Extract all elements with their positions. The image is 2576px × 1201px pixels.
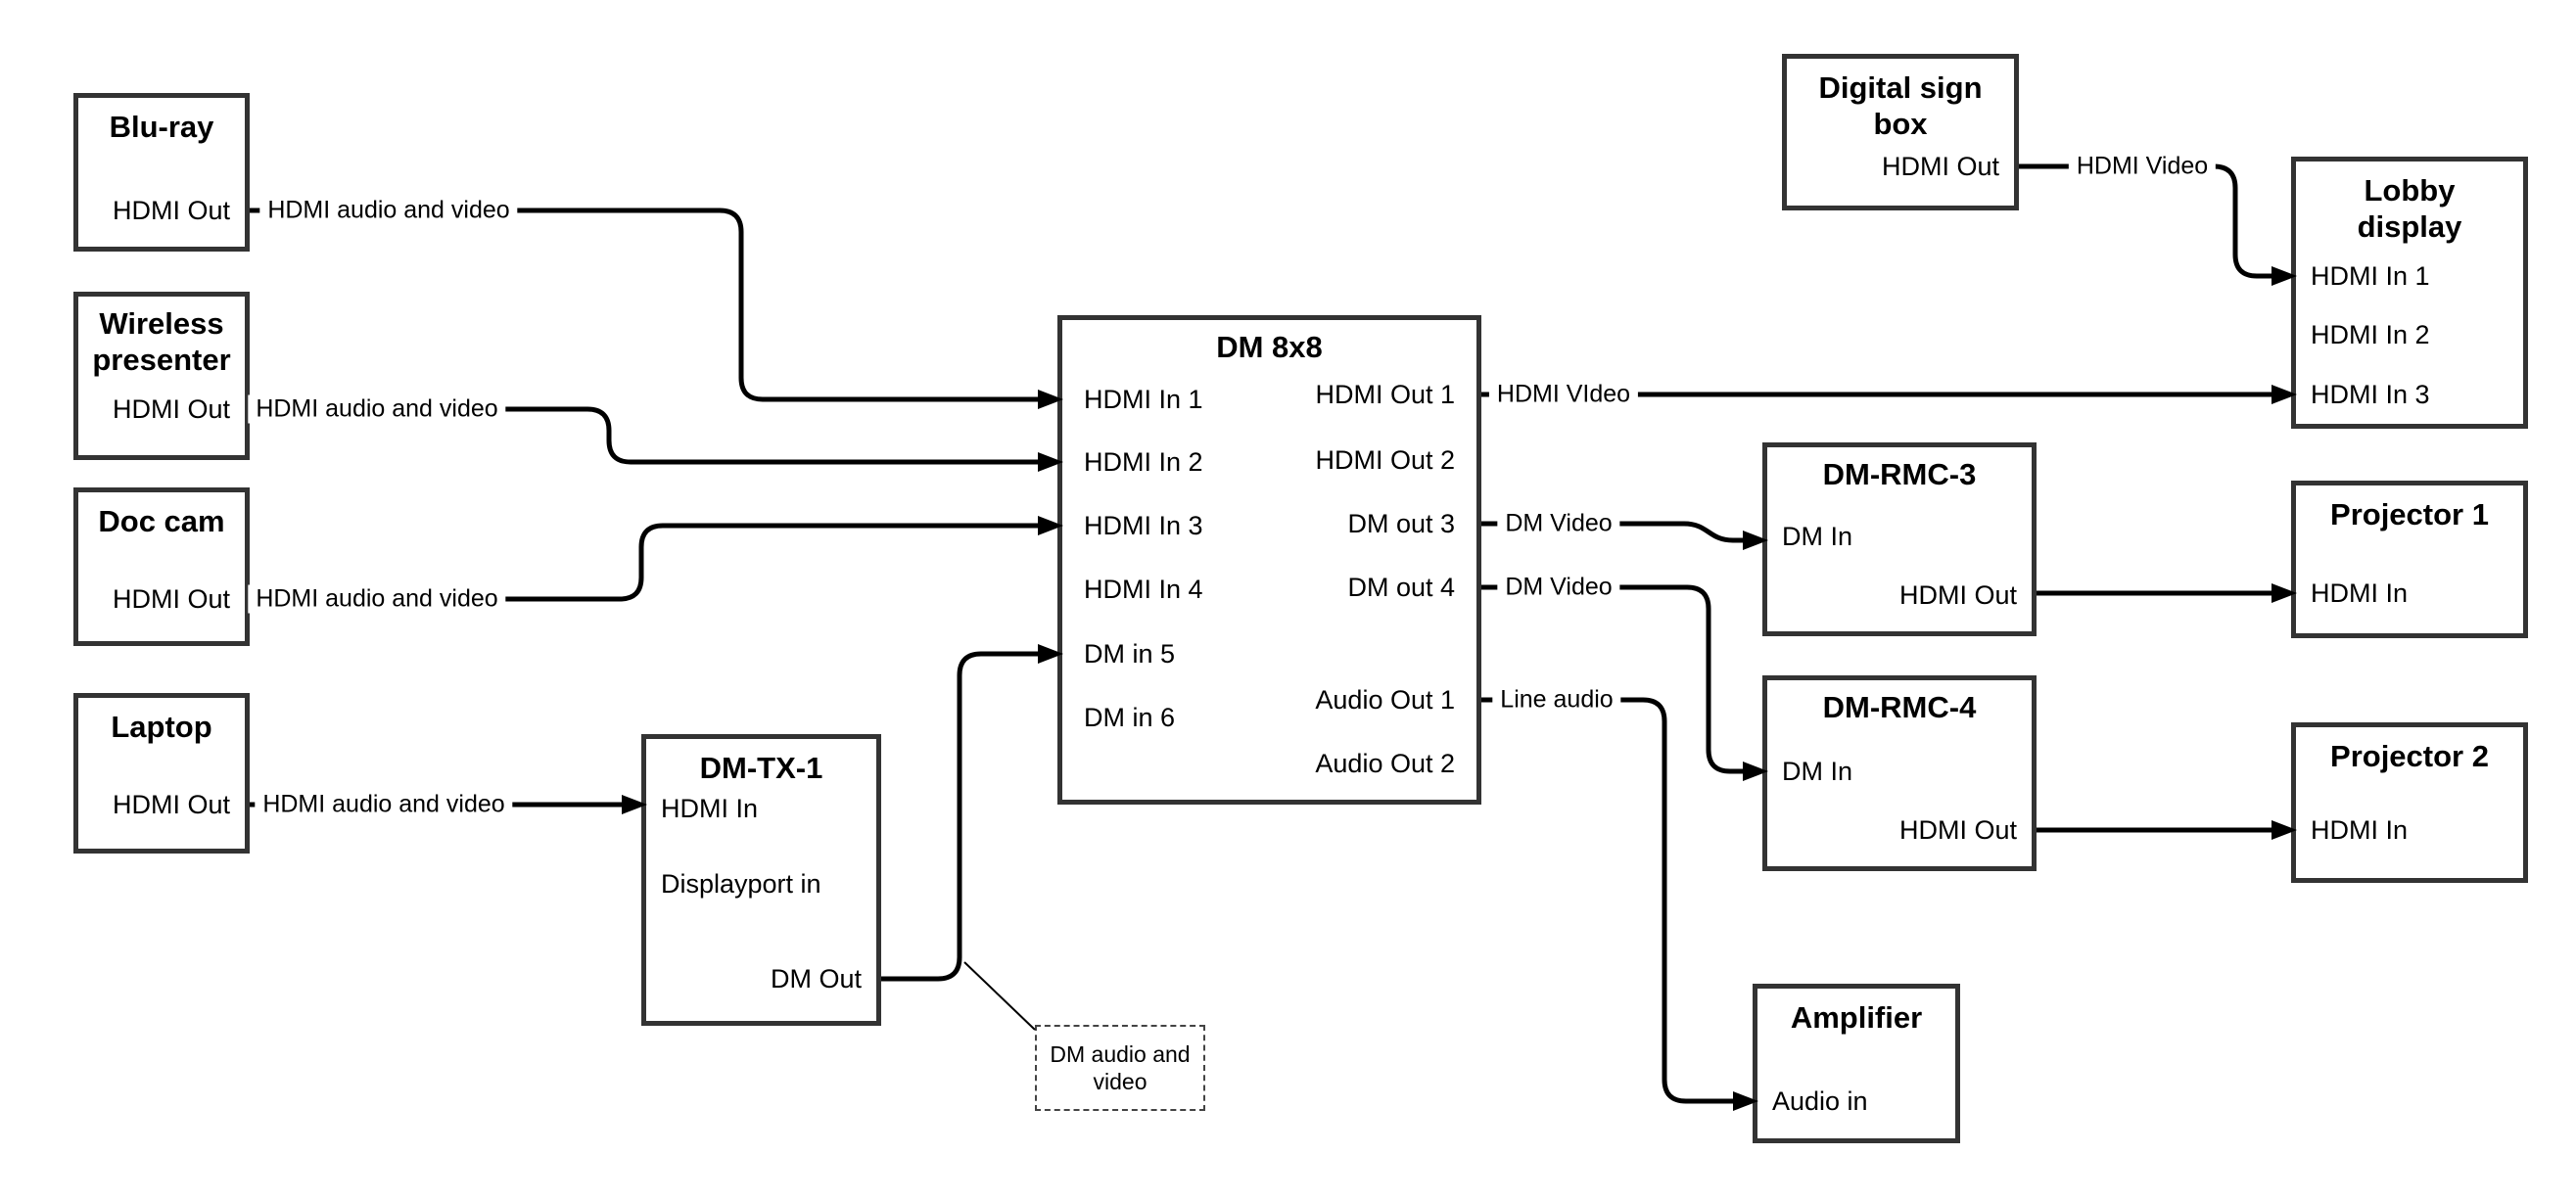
node-title-line: DM 8x8 <box>1216 330 1323 364</box>
edge-label-e10: HDMI Video <box>2068 152 2217 181</box>
node-title-projector-1: Projector 1 <box>2291 496 2528 532</box>
node-title-dm-rmc-3: DM-RMC-3 <box>1762 456 2037 492</box>
node-title-line: Laptop <box>111 710 212 744</box>
annotation-text-line: video <box>1093 1069 1147 1094</box>
node-title-dm-rmc-4: DM-RMC-4 <box>1762 689 2037 725</box>
node-laptop <box>73 693 250 854</box>
node-lobby-display <box>2291 157 2528 429</box>
port-dm-8x8-hdmi-in-1: HDMI In 1 <box>1084 385 1203 414</box>
node-dm-8x8 <box>1057 315 1481 805</box>
port-dm-8x8-audio-out-1: Audio Out 1 <box>1315 685 1455 715</box>
node-title-line: box <box>1873 107 1928 141</box>
node-title-line: Projector 2 <box>2330 739 2489 773</box>
node-doc-cam <box>73 487 250 646</box>
node-dm-tx-1 <box>641 734 881 1026</box>
edge-label-e3: HDMI audio and video <box>248 584 506 614</box>
node-blu-ray <box>73 93 250 252</box>
node-title-line: presenter <box>92 343 231 377</box>
port-wireless-presenter-hdmi-out: HDMI Out <box>112 394 230 424</box>
node-projector-2 <box>2291 722 2528 883</box>
port-dm-rmc-3-dm-in: DM In <box>1782 522 1853 551</box>
edge-label-e7: DM Video <box>1497 509 1620 538</box>
port-dm-8x8-dm-out-4: DM out 4 <box>1347 573 1455 602</box>
port-dm-8x8-hdmi-out-1: HDMI Out 1 <box>1315 380 1455 409</box>
node-title-line: Digital sign <box>1818 70 1983 105</box>
node-title-doc-cam: Doc cam <box>73 503 250 539</box>
edge-label-e9: Line audio <box>1492 685 1621 715</box>
port-projector-1-hdmi-in: HDMI In <box>2311 578 2409 608</box>
edge-label-e6: HDMI VIdeo <box>1488 380 1639 409</box>
port-dm-8x8-hdmi-in-2: HDMI In 2 <box>1084 447 1203 477</box>
port-lobby-display-hdmi-in-2: HDMI In 2 <box>2311 320 2430 349</box>
node-title-line: DM-TX-1 <box>699 751 823 785</box>
node-title-line: Lobby <box>2364 173 2456 208</box>
port-dm-tx-1-dm-out: DM Out <box>770 964 862 993</box>
port-dm-8x8-hdmi-in-4: HDMI In 4 <box>1084 575 1203 604</box>
edge-label-e1: HDMI audio and video <box>259 196 518 225</box>
port-dm-8x8-hdmi-out-2: HDMI Out 2 <box>1315 445 1455 475</box>
port-dm-tx-1-displayport-in: Displayport in <box>661 869 821 899</box>
node-title-line: Amplifier <box>1790 1000 1923 1035</box>
node-title-dm-tx-1: DM-TX-1 <box>641 750 881 786</box>
node-title-projector-2: Projector 2 <box>2291 738 2528 774</box>
port-dm-tx-1-hdmi-in: HDMI In <box>661 794 759 823</box>
annotation-dm-audio-and-video: DM audio and video <box>1035 1025 1205 1111</box>
edge-e8 <box>1481 584 1768 781</box>
port-lobby-display-hdmi-in-1: HDMI In 1 <box>2311 261 2430 291</box>
node-title-laptop: Laptop <box>73 709 250 745</box>
node-title-line: Blu-ray <box>109 110 214 144</box>
port-dm-8x8-hdmi-in-3: HDMI In 3 <box>1084 511 1203 540</box>
port-laptop-hdmi-out: HDMI Out <box>112 790 230 819</box>
port-dm-8x8-dm-out-3: DM out 3 <box>1347 509 1455 538</box>
node-amplifier <box>1753 984 1960 1143</box>
port-doc-cam-hdmi-out: HDMI Out <box>112 584 230 614</box>
node-digital-sign-box <box>1782 54 2019 210</box>
port-projector-2-hdmi-in: HDMI In <box>2311 815 2409 845</box>
port-dm-8x8-dm-in-6: DM in 6 <box>1084 703 1176 732</box>
edge-e1 <box>250 208 1063 409</box>
edge-e5 <box>881 644 1063 982</box>
port-dm-rmc-4-hdmi-out: HDMI Out <box>1898 815 2017 845</box>
node-dm-rmc-3 <box>1762 442 2037 636</box>
edge-e9 <box>1481 697 1758 1111</box>
port-dm-8x8-audio-out-2: Audio Out 2 <box>1315 749 1455 778</box>
port-blu-ray-hdmi-out: HDMI Out <box>112 196 230 225</box>
port-dm-rmc-3-hdmi-out: HDMI Out <box>1898 580 2017 610</box>
node-title-line: Wireless <box>99 306 224 341</box>
port-lobby-display-hdmi-in-3: HDMI In 3 <box>2311 380 2430 409</box>
annotation-text-line: DM audio and <box>1050 1041 1191 1067</box>
node-title-line: DM-RMC-4 <box>1822 690 1977 724</box>
edge-label-e8: DM Video <box>1497 573 1620 602</box>
edge-label-e4: HDMI audio and video <box>255 790 513 819</box>
port-dm-rmc-4-dm-in: DM In <box>1782 757 1853 786</box>
node-title-blu-ray: Blu-ray <box>73 109 250 145</box>
port-amplifier-audio-in: Audio in <box>1772 1086 1868 1116</box>
port-dm-8x8-dm-in-5: DM in 5 <box>1084 639 1176 669</box>
node-title-amplifier: Amplifier <box>1753 999 1960 1036</box>
edge-label-e2: HDMI audio and video <box>248 394 506 424</box>
node-dm-rmc-4 <box>1762 675 2037 871</box>
edge-e10 <box>2019 163 2297 286</box>
node-title-line: Projector 1 <box>2330 497 2489 531</box>
node-title-line: Doc cam <box>98 504 225 538</box>
port-digital-sign-box-hdmi-out: HDMI Out <box>1881 152 1999 181</box>
node-title-line: display <box>2357 209 2462 244</box>
node-projector-1 <box>2291 481 2528 638</box>
node-title-line: DM-RMC-3 <box>1822 457 1977 491</box>
node-title-dm-8x8: DM 8x8 <box>1057 329 1481 365</box>
node-wireless-presenter <box>73 292 250 460</box>
annotation-leader-line <box>963 961 1036 1031</box>
